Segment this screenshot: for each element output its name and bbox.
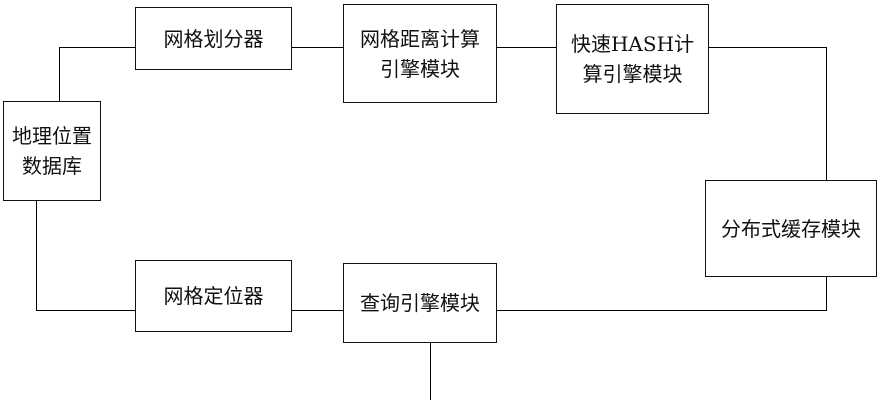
node-label: 查询引擎模块 (360, 291, 480, 315)
node-query-engine: 查询引擎模块 (343, 263, 497, 343)
node-grid-divider: 网格划分器 (135, 7, 292, 70)
node-geo-location-database: 地理位置数据库 (3, 101, 101, 201)
connector (36, 201, 37, 311)
connector (826, 47, 827, 180)
node-label: 网格定位器 (163, 284, 264, 308)
node-label: 地理位置数据库 (12, 124, 92, 178)
connector (497, 310, 827, 311)
connector (709, 47, 827, 48)
connector (59, 47, 135, 48)
connector (430, 343, 431, 400)
connector (36, 310, 135, 311)
connector (292, 47, 343, 48)
connector (497, 47, 556, 48)
node-label: 网格划分器 (163, 26, 264, 51)
node-label: 网格距离计算引擎模块 (360, 26, 480, 81)
connector (292, 310, 343, 311)
node-grid-locator: 网格定位器 (135, 260, 292, 332)
node-grid-distance-engine: 网格距离计算引擎模块 (343, 4, 497, 103)
node-label: 分布式缓存模块 (721, 216, 861, 241)
connector (59, 47, 60, 101)
connector (826, 277, 827, 310)
node-fast-hash-engine: 快速HASH计算引擎模块 (556, 4, 709, 114)
node-label: 快速HASH计算引擎模块 (570, 32, 695, 86)
node-distributed-cache: 分布式缓存模块 (705, 180, 877, 277)
